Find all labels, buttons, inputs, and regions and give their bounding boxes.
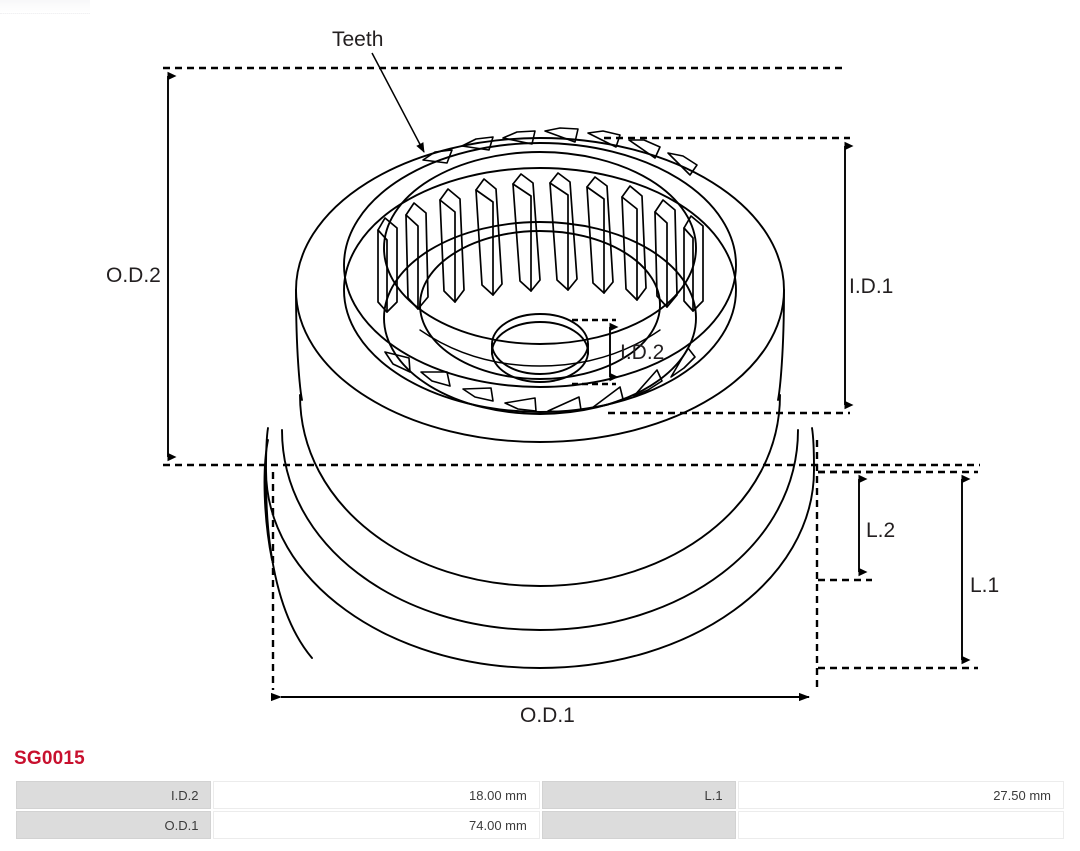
spec-key-l1: L.1 xyxy=(541,781,736,809)
label-od1: O.D.1 xyxy=(520,704,575,727)
spec-key-empty xyxy=(541,811,736,839)
specifications-table: I.D.2 18.00 mm L.1 27.50 mm O.D.1 74.00 … xyxy=(14,779,1066,841)
spec-key-od1: O.D.1 xyxy=(16,811,212,839)
table-row: I.D.2 18.00 mm L.1 27.50 mm xyxy=(16,781,1064,809)
label-od2: O.D.2 xyxy=(106,264,161,287)
top-cutoff-sliver xyxy=(0,0,90,14)
spec-value-l1: 27.50 mm xyxy=(737,781,1064,809)
spec-value-od1: 74.00 mm xyxy=(213,811,540,839)
part-number: SG0015 xyxy=(14,748,85,769)
label-teeth: Teeth xyxy=(332,28,383,51)
technical-drawing: Teeth O.D.2 I.D.1 I.D.2 L.2 L.1 O.D.1 xyxy=(106,28,999,727)
spec-value-empty xyxy=(737,811,1064,839)
spec-value-id2: 18.00 mm xyxy=(213,781,540,809)
label-l1: L.1 xyxy=(970,574,999,597)
spec-key-id2: I.D.2 xyxy=(16,781,212,809)
label-id1: I.D.1 xyxy=(849,275,893,298)
table-row: O.D.1 74.00 mm xyxy=(16,811,1064,839)
label-id2: I.D.2 xyxy=(620,341,664,364)
label-l2: L.2 xyxy=(866,519,895,542)
